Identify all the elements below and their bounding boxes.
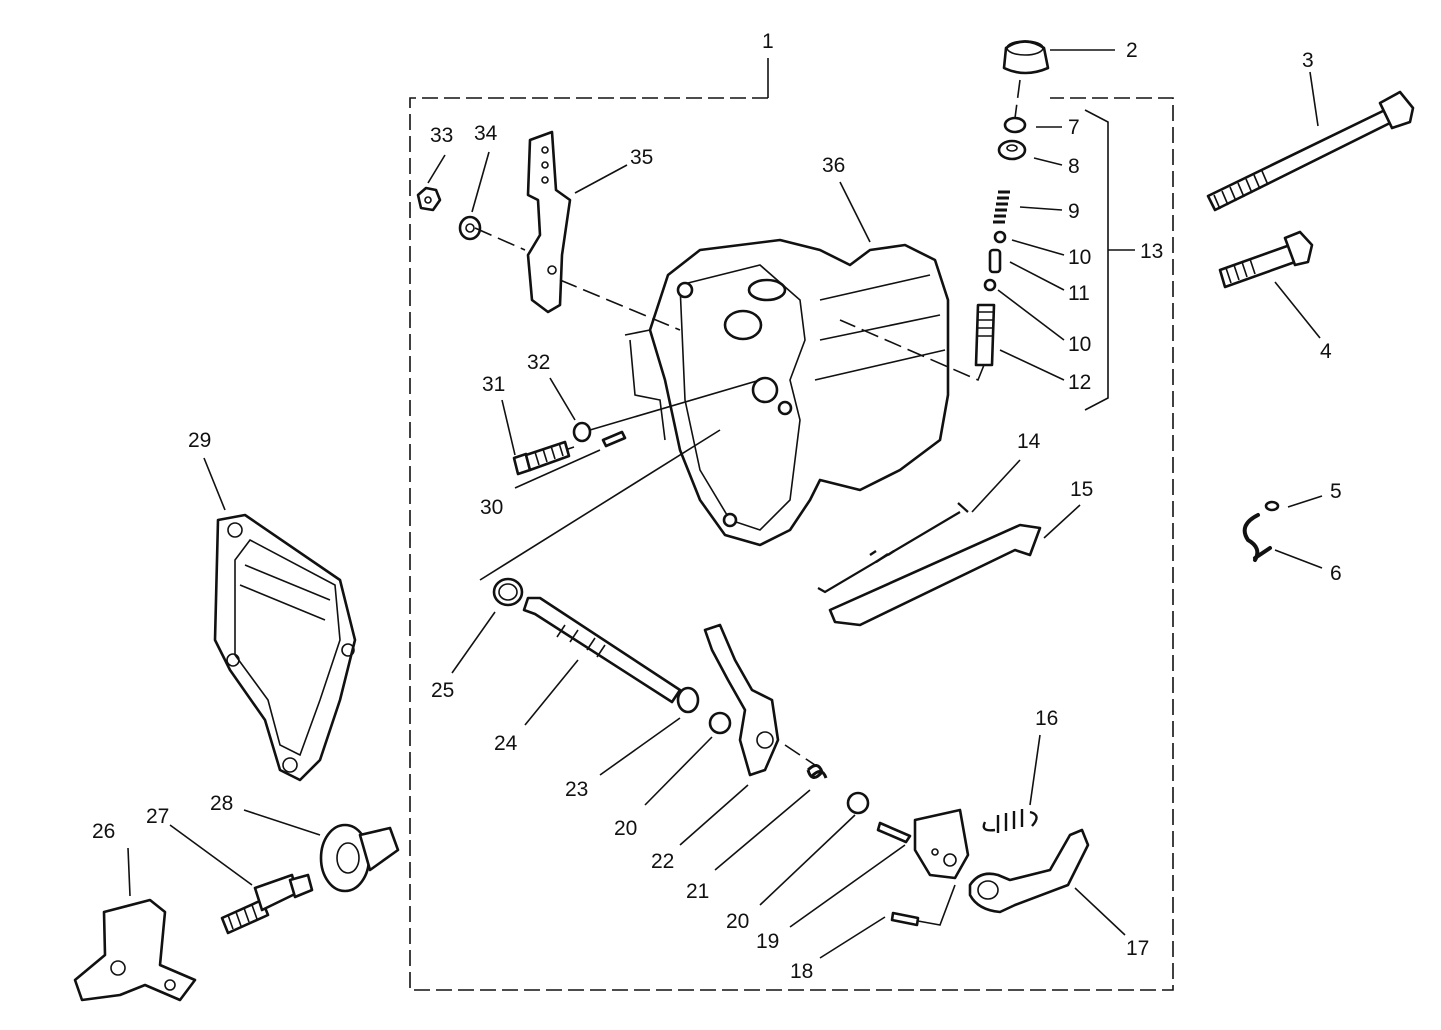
part-10-ball-upper	[993, 230, 1007, 244]
label-25: 25	[431, 679, 454, 702]
part-20-bushing-upper	[708, 711, 732, 735]
label-6: 6	[1330, 562, 1342, 585]
label-17: 17	[1126, 937, 1149, 960]
part-3-long-bolt	[1206, 90, 1415, 212]
label-35: 35	[630, 146, 653, 169]
label-9: 9	[1068, 200, 1080, 223]
label-1: 1	[762, 30, 774, 53]
label-22: 22	[651, 850, 674, 873]
part-labels: 1 2 3 4 5 6 7 8 9 10 11 10 12 13 14 15 1…	[92, 30, 1342, 983]
part-7-nut	[1003, 116, 1027, 134]
label-10-upper: 10	[1068, 246, 1091, 269]
label-4: 4	[1320, 340, 1332, 363]
label-24: 24	[494, 732, 518, 755]
part-15-rod	[828, 523, 1042, 627]
label-29: 29	[188, 429, 211, 452]
label-32: 32	[527, 351, 550, 374]
assembly-frame	[409, 58, 1174, 991]
part-31-bolt	[512, 440, 571, 476]
label-10-lower: 10	[1068, 333, 1091, 356]
part-12-sleeve	[974, 303, 996, 367]
part-21-spring	[784, 744, 828, 779]
label-30: 30	[480, 496, 503, 519]
part-20-bushing-lower	[846, 791, 870, 815]
part-28-pulley	[319, 823, 400, 893]
part-36-housing	[624, 238, 950, 547]
part-27-stud	[220, 873, 314, 935]
part-35-lever	[526, 130, 572, 314]
part-9-spring	[993, 190, 1010, 224]
part-30-pin	[601, 430, 627, 448]
label-3: 3	[1302, 49, 1314, 72]
part-2-cap	[1002, 40, 1050, 75]
part-24-shaft	[522, 596, 682, 704]
part-18-pin	[890, 884, 956, 927]
part-23-ring	[676, 686, 700, 714]
label-7: 7	[1068, 116, 1080, 139]
label-19: 19	[756, 930, 779, 953]
leader-lines	[127, 49, 1323, 959]
label-8: 8	[1068, 155, 1080, 178]
part-33-nut	[416, 186, 442, 212]
label-27: 27	[146, 805, 169, 828]
part-34-washer	[458, 215, 482, 241]
label-13: 13	[1140, 240, 1163, 263]
part-17-lever	[968, 828, 1090, 914]
part-11-pin	[988, 248, 1002, 274]
part-8-washer	[997, 139, 1027, 161]
label-18: 18	[790, 960, 813, 983]
label-33: 33	[430, 124, 453, 147]
label-12: 12	[1068, 371, 1091, 394]
part-25-oring	[492, 577, 524, 607]
part-4-bolt	[1218, 230, 1314, 289]
part-22-fork	[703, 623, 780, 777]
label-15: 15	[1070, 478, 1093, 501]
part-16-spring	[982, 809, 1038, 833]
label-20-lower: 20	[726, 910, 749, 933]
label-20-upper: 20	[614, 817, 637, 840]
label-31: 31	[482, 373, 505, 396]
label-36: 36	[822, 154, 845, 177]
part-14-spring-rod	[817, 502, 969, 594]
label-34: 34	[474, 122, 498, 145]
label-21: 21	[686, 880, 709, 903]
part-5-ring	[1264, 500, 1280, 512]
part-19-plate	[876, 808, 970, 880]
part-10-ball-lower	[983, 278, 997, 292]
label-14: 14	[1017, 430, 1041, 453]
label-26: 26	[92, 820, 115, 843]
label-11: 11	[1068, 282, 1090, 305]
part-29-gasket	[213, 513, 357, 782]
label-28: 28	[210, 792, 233, 815]
label-16: 16	[1035, 707, 1058, 730]
label-5: 5	[1330, 480, 1342, 503]
label-2: 2	[1126, 39, 1138, 62]
part-26-bracket	[73, 898, 197, 1002]
label-23: 23	[565, 778, 588, 801]
part-6-clip	[1242, 513, 1272, 562]
part-32-washer	[572, 421, 592, 443]
